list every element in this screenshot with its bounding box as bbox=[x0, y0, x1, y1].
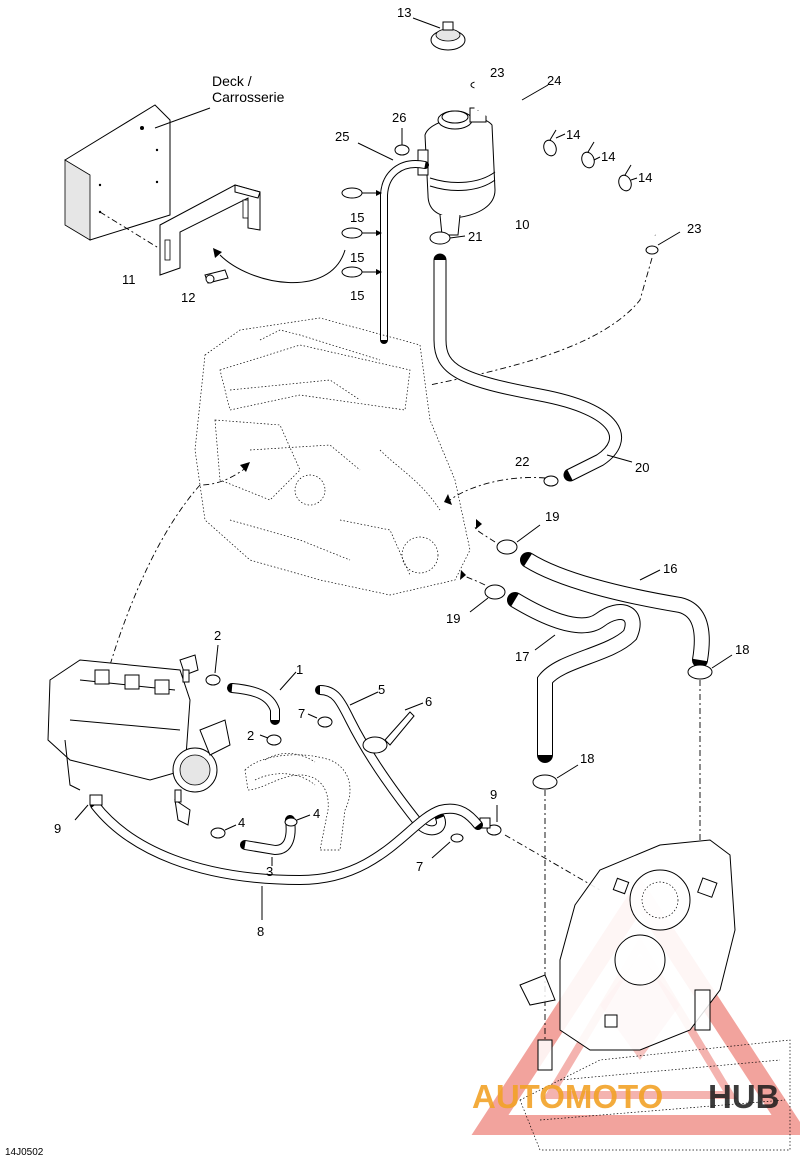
part-label-16: 16 bbox=[663, 561, 677, 576]
coolant-expansion-tank bbox=[417, 107, 496, 236]
leader-17 bbox=[534, 634, 556, 651]
part-label-2-mid: 2 bbox=[247, 728, 254, 743]
intercooler-hose-assembly bbox=[244, 753, 351, 851]
part-label-3: 3 bbox=[266, 864, 273, 879]
elbow-fitting-bottom bbox=[174, 789, 191, 826]
part-label-23-top: 23 bbox=[490, 65, 504, 80]
part-label-23-right: 23 bbox=[687, 221, 701, 236]
clamp-2-mid bbox=[266, 734, 282, 746]
leader-24 bbox=[521, 84, 549, 101]
o-ring-23-right bbox=[645, 245, 659, 255]
clamp-21 bbox=[429, 231, 451, 245]
deck-leader bbox=[154, 107, 211, 129]
part-label-2-top: 2 bbox=[214, 628, 221, 643]
elbow-fitting-top bbox=[179, 654, 199, 683]
mounting-bracket bbox=[159, 184, 261, 276]
part-label-7-upper: 7 bbox=[298, 706, 305, 721]
part-label-19-upper: 19 bbox=[545, 509, 559, 524]
clamp-4-left bbox=[210, 827, 226, 839]
part-label-14-a: 14 bbox=[566, 127, 580, 142]
part-label-13: 13 bbox=[397, 5, 411, 20]
clamp-26 bbox=[394, 128, 410, 156]
part-label-25: 25 bbox=[335, 129, 349, 144]
bolt-screw bbox=[204, 269, 229, 284]
fitting-9-right bbox=[479, 817, 502, 836]
clamp-22 bbox=[543, 475, 559, 487]
radiator-cap bbox=[430, 21, 466, 51]
part-label-21: 21 bbox=[468, 229, 482, 244]
part-label-17: 17 bbox=[515, 649, 529, 664]
diagram-reference-code: 14J0502 bbox=[5, 1147, 44, 1158]
part-label-15-a: 15 bbox=[350, 210, 364, 225]
part-label-9-left: 9 bbox=[54, 821, 61, 836]
clamp-2-top bbox=[205, 674, 221, 686]
part-label-20: 20 bbox=[635, 460, 649, 475]
leader-25 bbox=[357, 142, 394, 161]
exhaust-manifold bbox=[47, 659, 231, 793]
bracket-leader-curve bbox=[219, 249, 346, 283]
part-label-6: 6 bbox=[425, 694, 432, 709]
fitting-9-left bbox=[89, 794, 103, 806]
leader-20 bbox=[606, 454, 633, 463]
cable-tie-strap bbox=[362, 711, 415, 754]
leader-16 bbox=[639, 569, 661, 581]
deck-panel bbox=[64, 104, 171, 241]
part-label-11: 11 bbox=[122, 272, 136, 287]
part-label-1: 1 bbox=[296, 662, 303, 677]
svg-text:HUB: HUB bbox=[708, 1078, 780, 1115]
part-label-15-c: 15 bbox=[350, 288, 364, 303]
part-label-14-b: 14 bbox=[601, 149, 615, 164]
clamp-7-upper bbox=[317, 716, 333, 728]
clamp-18-left bbox=[532, 774, 558, 790]
clamp-19-upper bbox=[496, 539, 518, 555]
part-label-26: 26 bbox=[392, 110, 406, 125]
part-label-18-left: 18 bbox=[580, 751, 594, 766]
clamps-15 bbox=[341, 187, 382, 278]
deck-label-line2: Carrosserie bbox=[212, 89, 285, 105]
part-label-4-right: 4 bbox=[313, 806, 320, 821]
part-label-8: 8 bbox=[257, 924, 264, 939]
part-label-24: 24 bbox=[547, 73, 561, 88]
part-label-12: 12 bbox=[181, 290, 195, 305]
clamp-18-right bbox=[687, 664, 713, 680]
clamps-14 bbox=[543, 129, 638, 192]
part-label-14-c: 14 bbox=[638, 170, 652, 185]
automotohub-wordmark: AUTOMOTO HUB bbox=[472, 1078, 780, 1115]
clamp-7-lower bbox=[450, 833, 464, 843]
part-label-4-left: 4 bbox=[238, 815, 245, 830]
deck-label-line1: Deck / bbox=[212, 73, 252, 89]
part-label-7-lower: 7 bbox=[416, 859, 423, 874]
clamp-19-lower bbox=[484, 584, 506, 600]
part-label-19-lower: 19 bbox=[446, 611, 460, 626]
part-label-15-b: 15 bbox=[350, 250, 364, 265]
engine-block bbox=[194, 317, 471, 596]
part-label-18-right: 18 bbox=[735, 642, 749, 657]
part-label-10: 10 bbox=[515, 217, 529, 232]
water-pump-housing bbox=[519, 839, 791, 1151]
clamp-4-right bbox=[284, 817, 298, 827]
part-label-22: 22 bbox=[515, 454, 529, 469]
svg-text:AUTOMOTO: AUTOMOTO bbox=[472, 1078, 663, 1115]
part-label-9-right: 9 bbox=[490, 787, 497, 802]
part-label-5: 5 bbox=[378, 682, 385, 697]
leader-13 bbox=[412, 17, 441, 29]
